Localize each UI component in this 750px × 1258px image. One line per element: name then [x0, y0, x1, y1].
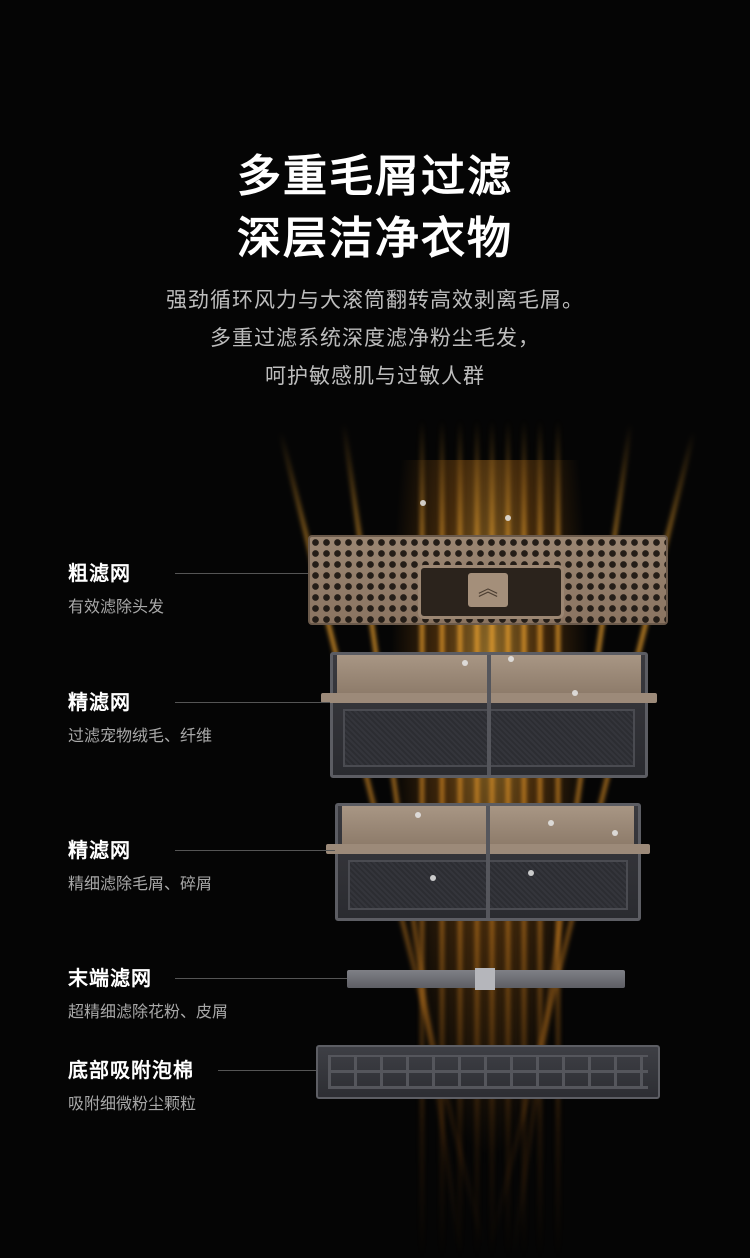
layer-1-name: 粗滤网: [68, 561, 131, 585]
coarse-filter-image: ︽: [308, 535, 668, 625]
particle: [415, 812, 421, 818]
layer-2-desc: 过滤宠物绒毛、纤维: [68, 726, 213, 745]
fine-filter-image-2: [326, 803, 650, 921]
layer-5-desc: 吸附细微粉尘颗粒: [68, 1094, 197, 1113]
subtitle-line-2: 多重过滤系统深度滤净粉尘毛发，: [210, 326, 540, 350]
layer-4-desc: 超精细滤除花粉、皮屑: [68, 1002, 229, 1021]
layer-5-name: 底部吸附泡棉: [68, 1058, 194, 1082]
leader-line: [175, 978, 347, 979]
particle: [572, 690, 578, 696]
leader-line: [175, 702, 330, 703]
end-filter-image: [347, 968, 625, 990]
layer-4-name: 末端滤网: [68, 966, 152, 990]
bottom-foam-image: [316, 1045, 660, 1099]
subtitle-line-1: 强劲循环风力与大滚筒翻转高效剥离毛屑。: [166, 288, 584, 312]
particle: [505, 515, 511, 521]
leader-line: [218, 1070, 316, 1071]
layer-1-desc: 有效滤除头发: [68, 597, 165, 616]
fine-filter-image-1: [321, 652, 657, 778]
headline-line-2: 深层洁净衣物: [237, 213, 513, 264]
layer-3-desc: 精细滤除毛屑、碎屑: [68, 874, 213, 893]
particle: [508, 656, 514, 662]
particle: [612, 830, 618, 836]
subtitle-line-3: 呵护敏感肌与过敏人群: [265, 364, 485, 388]
particle: [462, 660, 468, 666]
leader-line: [175, 850, 335, 851]
particle: [548, 820, 554, 826]
particle: [430, 875, 436, 881]
headline-line-1: 多重毛屑过滤: [237, 151, 513, 202]
leader-line: [175, 573, 308, 574]
particle: [528, 870, 534, 876]
particle: [420, 500, 426, 506]
layer-2-name: 精滤网: [68, 690, 131, 714]
layer-3-name: 精滤网: [68, 838, 131, 862]
